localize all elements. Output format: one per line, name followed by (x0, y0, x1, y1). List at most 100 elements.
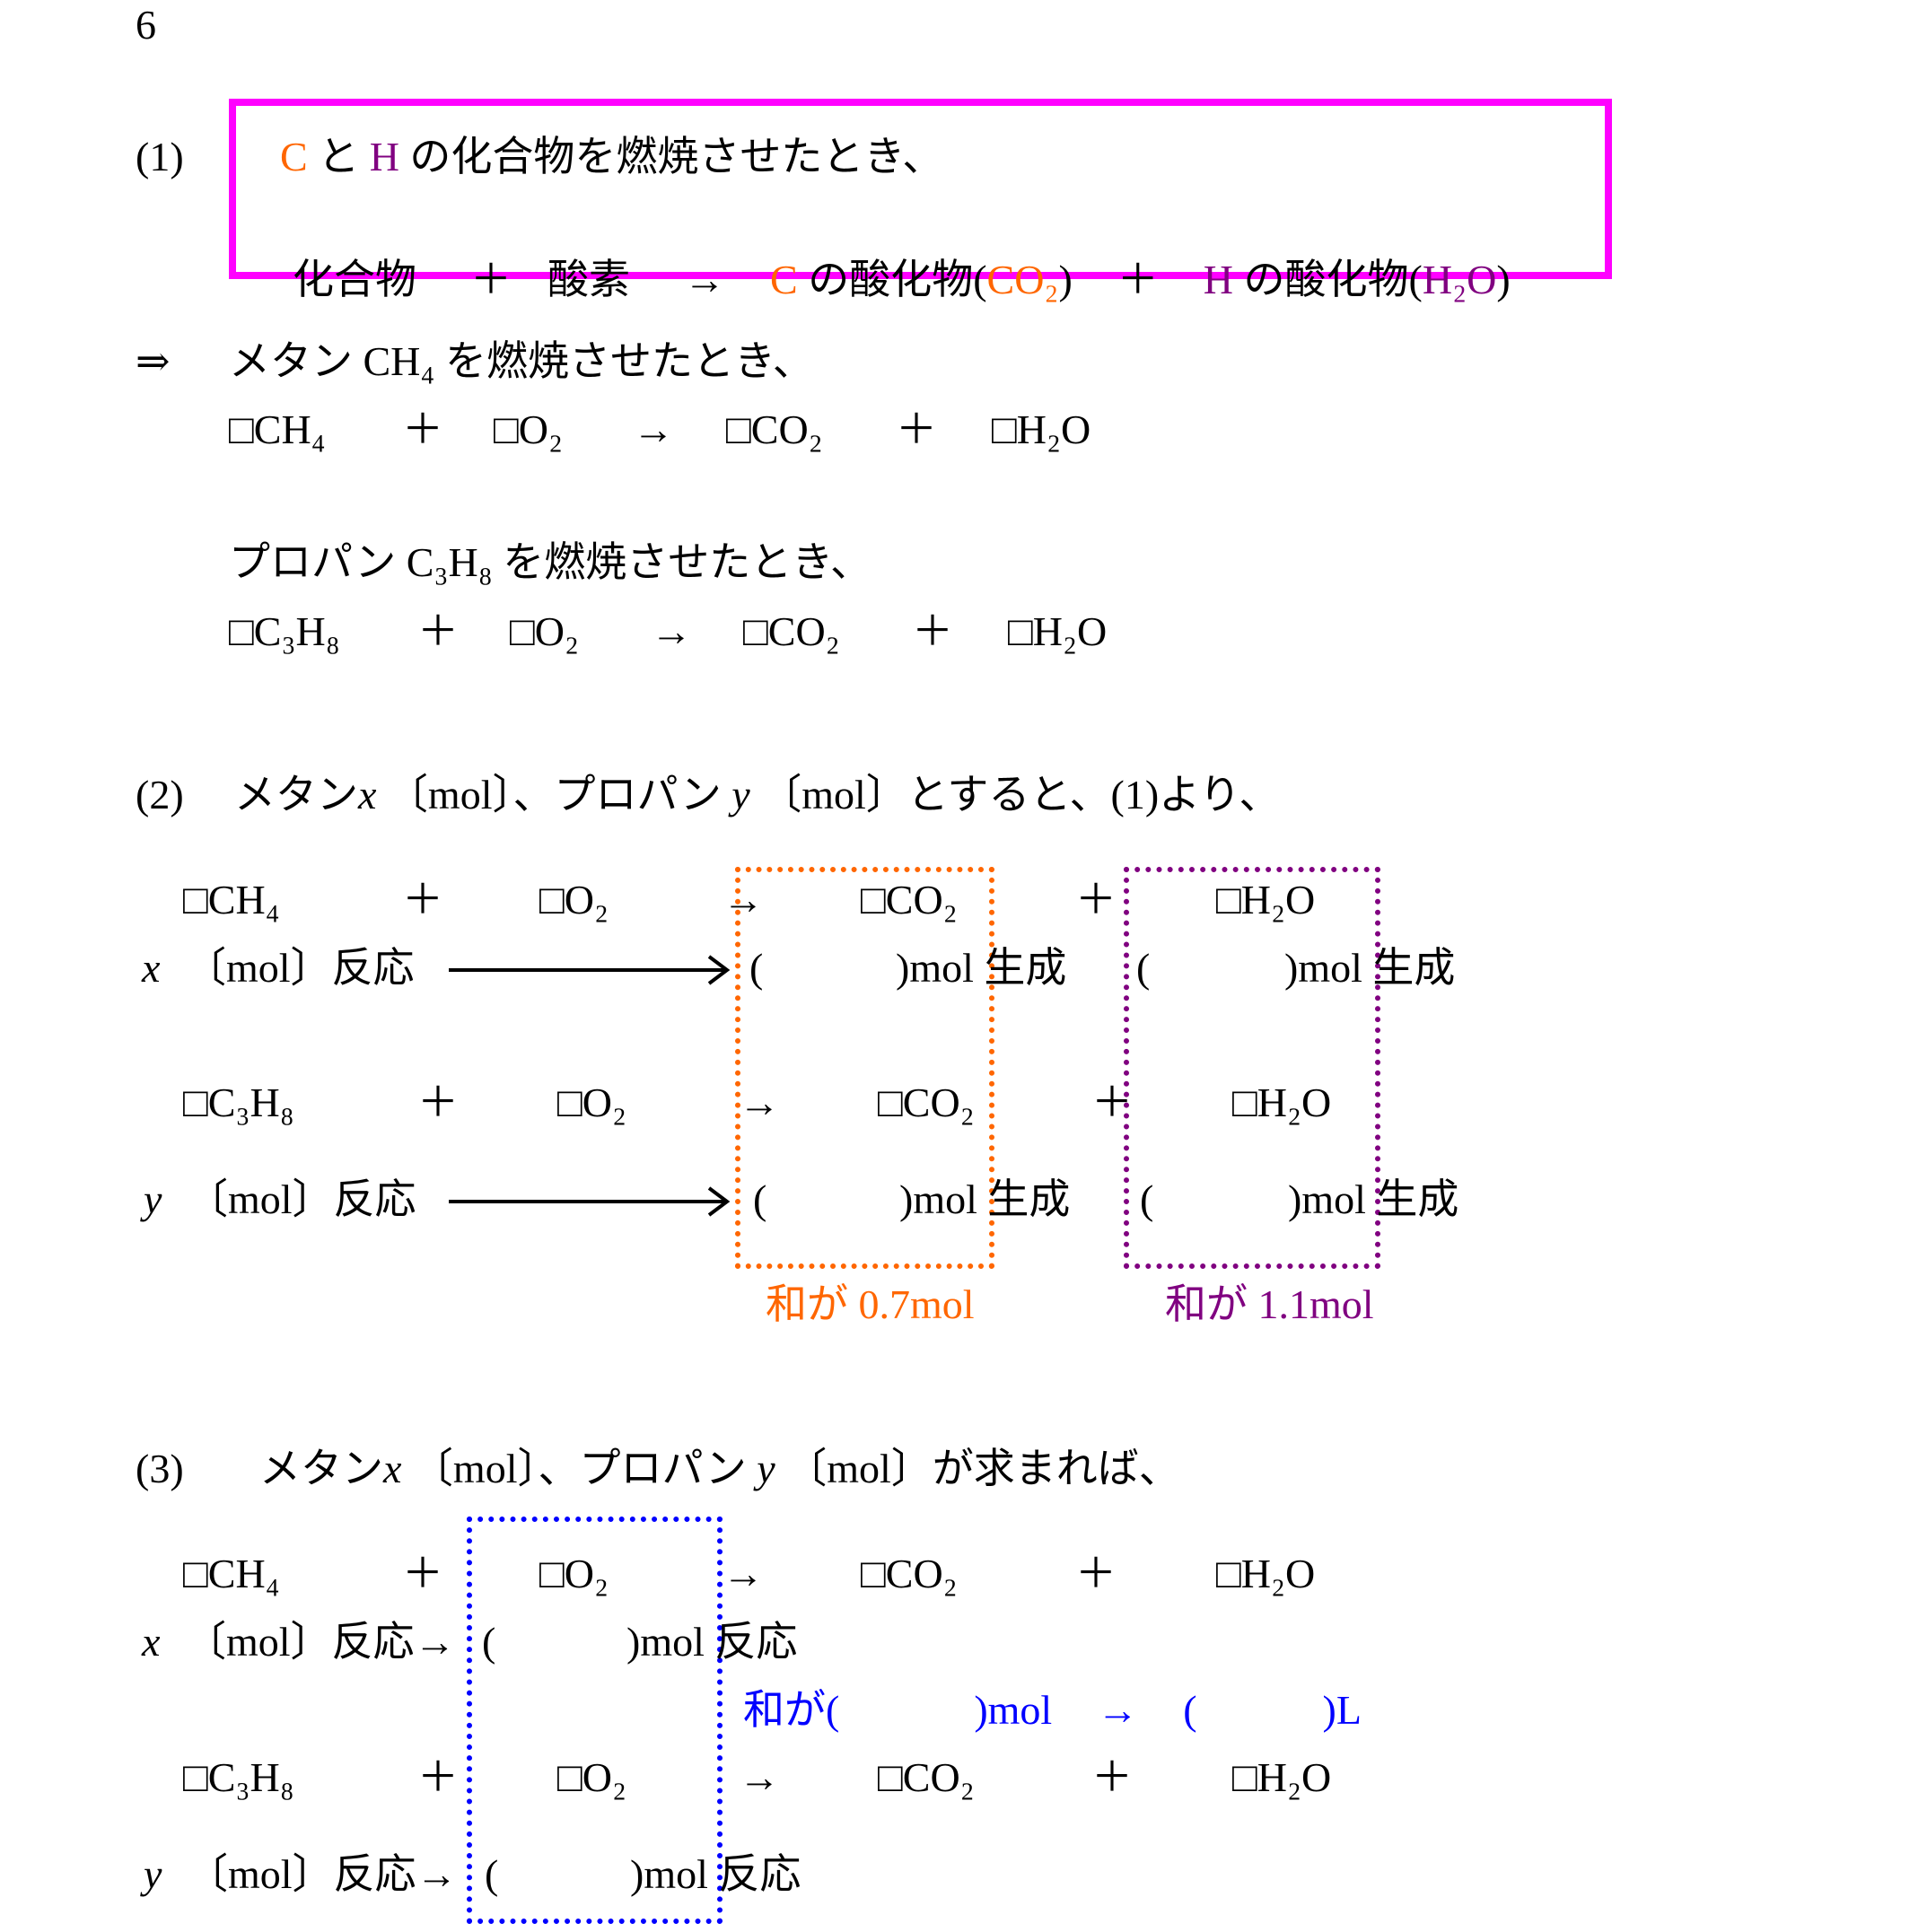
eq-term: → (651, 608, 692, 654)
part1-label: (1) (136, 134, 184, 179)
eq-term: □O₂ (510, 608, 580, 654)
eq-term: □C₃H₈ (229, 608, 340, 654)
reacted-amount-label: )mol 反応 (630, 1851, 801, 1897)
part2-heading: メタンx 〔mol〕、プロパン y 〔mol〕とすると、(1)より、 (234, 768, 1280, 822)
var-x: x (383, 1446, 402, 1491)
rule-line-1: C と H の化合物を燃焼させたとき、 (280, 130, 943, 184)
close-paren: ) (1058, 257, 1073, 302)
sum-text: 和が( (743, 1687, 840, 1733)
oxide-text: の酸化物( (797, 257, 987, 302)
eq-term: ＋ (417, 1754, 459, 1800)
reacted-label: 〔mol〕反応→ (185, 1619, 456, 1665)
eq-term: □O₂ (494, 407, 564, 452)
reacted-amount-label: )mol 反応 (626, 1619, 798, 1665)
carbon-symbol: C (770, 257, 798, 302)
eq-term: ＋ (417, 1080, 459, 1125)
rule-line-1-rest: の化合物を燃焼させたとき、 (399, 134, 944, 179)
heading-text: メタン (234, 772, 358, 817)
part3-heading: メタンx 〔mol〕、プロパン y 〔mol〕が求まれば、 (259, 1442, 1180, 1496)
var-x: x (358, 772, 377, 817)
eq-term: → (723, 877, 764, 922)
long-arrow-icon (449, 1186, 731, 1217)
eq-term: ＋ (912, 608, 953, 654)
h2o-dotted-box (1124, 867, 1380, 1269)
sum-text: ( (1183, 1687, 1197, 1733)
eq-term: □H₂O (1216, 1551, 1316, 1596)
eq-term: ＋ (417, 608, 459, 654)
open-paren: ( (482, 1619, 496, 1665)
methane-intro: メタン CH₄ を燃焼させたとき、 (229, 338, 814, 384)
heading-text: メタン (259, 1446, 383, 1491)
eq-term: → (633, 407, 674, 452)
eq-term: ＋ (402, 877, 443, 922)
heading-text: 〔mol〕、プロパン (401, 1446, 758, 1491)
compound-text: 化合物 (293, 257, 416, 302)
var-x: x (142, 945, 161, 991)
eq-term: ＋ (896, 407, 937, 452)
var-y: y (144, 1851, 162, 1897)
arrow: → (1097, 1687, 1139, 1733)
eq-term: □O₂ (557, 1754, 627, 1800)
and-text: と (307, 134, 370, 179)
eq-term: □H₂O (1216, 877, 1316, 922)
propane-intro: プロパン C₃H₈ を燃焼させたとき、 (229, 539, 872, 585)
eq-term: □C₃H₈ (183, 1080, 294, 1125)
heading-text: 〔mol〕とすると、(1)より、 (749, 772, 1281, 817)
eq-term: ＋ (1091, 1080, 1133, 1125)
close-paren: ) (1496, 257, 1511, 302)
eq-term: ＋ (1075, 877, 1117, 922)
eq-term: □CH₄ (229, 407, 326, 452)
eq-term: → (739, 1754, 780, 1800)
co2-sum: 和が 0.7mol (766, 1281, 975, 1327)
eq-term: □CH₄ (183, 877, 280, 922)
eq-term: ＋ (1075, 1551, 1117, 1596)
eq-term: ＋ (402, 1551, 443, 1596)
h2o-formula: H₂O (1422, 257, 1497, 302)
eq-term: □CO₂ (726, 407, 823, 452)
o2-sum: 和が( )mol → ( )L (743, 1683, 1362, 1737)
eq-term: → (739, 1080, 780, 1125)
eq-term: □H₂O (1008, 608, 1108, 654)
produced-label: )mol 生成 (899, 1176, 1071, 1222)
var-x: x (142, 1619, 161, 1665)
eq-term: □CO₂ (861, 1551, 958, 1596)
reacted-label: 〔mol〕反応 (187, 1176, 416, 1222)
co2-dotted-box (735, 867, 994, 1269)
eq-term: □CO₂ (878, 1754, 975, 1800)
eq-term: ＋ (402, 407, 443, 452)
open-paren: ( (753, 1176, 767, 1222)
open-paren: ( (1140, 1176, 1154, 1222)
eq-term: □H₂O (992, 407, 1091, 452)
eq-term: □C₃H₈ (183, 1754, 294, 1800)
plus-sign: ＋ (470, 257, 512, 302)
eq-term: □CO₂ (861, 877, 958, 922)
heading-text: 〔mol〕、プロパン (376, 772, 732, 817)
var-y: y (144, 1176, 162, 1222)
h2o-sum: 和が 1.1mol (1165, 1281, 1374, 1327)
eq-term: □CO₂ (878, 1080, 975, 1125)
produced-label: )mol 生成 (1284, 945, 1456, 991)
heading-text: 〔mol〕が求まれば、 (775, 1446, 1180, 1491)
oxygen-text: 酸素 (547, 257, 630, 302)
hydrogen-symbol: H (1203, 257, 1234, 302)
hydrogen-symbol: H (369, 134, 399, 179)
sum-text: )mol (974, 1687, 1053, 1733)
problem-number: 6 (136, 2, 156, 48)
o2-dotted-box (467, 1517, 723, 1924)
eq-term: ＋ (1091, 1754, 1133, 1800)
open-paren: ( (749, 945, 764, 991)
arrow: → (684, 257, 725, 302)
reacted-label: 〔mol〕反応→ (187, 1851, 458, 1897)
eq-term: → (723, 1551, 764, 1596)
produced-label: )mol 生成 (896, 945, 1067, 991)
produced-label: )mol 生成 (1288, 1176, 1459, 1222)
part2-label: (2) (136, 772, 184, 817)
co2-formula: CO₂ (986, 257, 1059, 302)
var-y: y (731, 772, 750, 817)
sum-text: )L (1322, 1687, 1362, 1733)
eq-term: □O₂ (539, 1551, 609, 1596)
eq-term: □O₂ (539, 877, 609, 922)
eq-term: □H₂O (1232, 1080, 1332, 1125)
eq-term: □CH₄ (183, 1551, 280, 1596)
eq-term: □H₂O (1232, 1754, 1332, 1800)
